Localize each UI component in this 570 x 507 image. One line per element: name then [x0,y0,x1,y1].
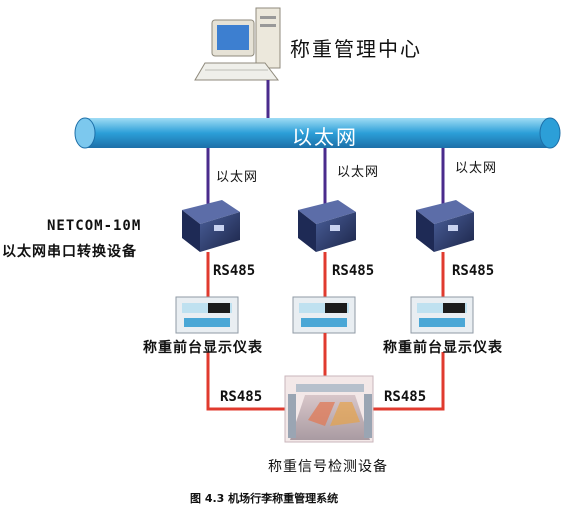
rs485-bottom-left-label: RS485 [220,389,263,405]
display-instrument-2 [292,296,356,334]
display-instrument-3 [410,296,474,334]
converter-device-2 [298,200,356,252]
rs485-label-1: RS485 [213,263,256,279]
display-label-2: 称重前台显示仪表 [383,340,503,356]
display-label-1: 称重前台显示仪表 [143,340,263,356]
ethernet-link-label-3: 以太网 [455,161,498,176]
figure-caption: 图 4.3 机场行李称重管理系统 [190,492,339,505]
rs485-bottom-right-label: RS485 [384,389,427,405]
management-center-label: 称重管理中心 [290,37,422,61]
detector-label: 称重信号检测设备 [268,459,388,475]
ethernet-bus-label: 以太网 [292,125,358,149]
display-instrument-1 [175,296,239,334]
rs485-label-2: RS485 [332,263,375,279]
ethernet-link-label-2: 以太网 [337,165,380,180]
ethernet-bus [74,117,561,149]
converter-device-3 [416,200,474,252]
rs485-label-3: RS485 [452,263,495,279]
signal-detector-device [284,375,374,443]
converter-model-label: NETCOM-10M [47,218,142,234]
ethernet-link-label-1: 以太网 [216,170,259,185]
computer-icon [194,7,281,81]
converter-name-label: 以太网串口转换设备 [2,244,137,260]
converter-device-1 [182,200,240,252]
